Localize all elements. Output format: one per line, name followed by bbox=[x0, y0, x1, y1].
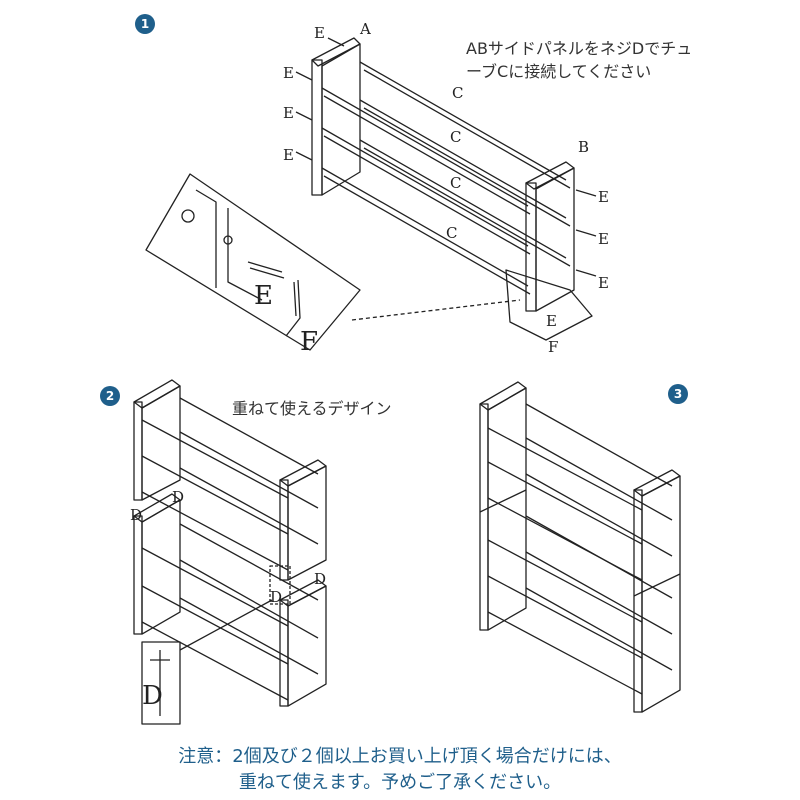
step-3-assembled bbox=[479, 381, 681, 713]
label-e-5: E bbox=[598, 188, 609, 206]
label-f-detail: F bbox=[300, 327, 318, 357]
screws-e-right bbox=[575, 189, 597, 277]
tubes-c bbox=[321, 61, 571, 295]
step-1-rack bbox=[295, 37, 597, 312]
side-panel-a-face bbox=[321, 43, 361, 196]
screw-detail-inset bbox=[145, 173, 593, 351]
label-e-3: E bbox=[283, 104, 294, 122]
step-1-caption-line-1: ABサイドパネルをネジDでチュ bbox=[466, 39, 693, 58]
screws-e-left bbox=[295, 37, 345, 161]
label-d-detail: D bbox=[142, 681, 163, 711]
step-2-badge: 2 bbox=[100, 386, 120, 406]
step-3-badge: 3 bbox=[668, 384, 688, 404]
label-d-2: D bbox=[130, 506, 142, 524]
step-1-caption-line-2: ーブCに接続してください bbox=[466, 62, 652, 81]
label-e-7: E bbox=[598, 274, 609, 292]
label-b: B bbox=[578, 138, 589, 156]
label-c-1: C bbox=[452, 84, 463, 102]
label-a: A bbox=[359, 20, 371, 38]
side-panel-b-top bbox=[525, 161, 575, 190]
side-panel-a-front bbox=[311, 59, 323, 196]
label-c-4: C bbox=[446, 224, 457, 242]
step-1-badge: 1 bbox=[135, 14, 155, 34]
note-line-1: 注意：2個及び２個以上お買い上げ頂く場合だけには、 bbox=[178, 746, 622, 767]
label-e-4: E bbox=[283, 146, 294, 164]
label-c-3: C bbox=[450, 174, 461, 192]
side-panel-b-face bbox=[535, 167, 575, 312]
label-c-2: C bbox=[450, 128, 461, 146]
step-2-stack bbox=[133, 379, 327, 725]
label-e-detail: E bbox=[254, 281, 273, 311]
label-d-4: D bbox=[270, 588, 282, 606]
step-2-caption: 重ねて使えるデザイン bbox=[232, 399, 392, 418]
label-e-2: E bbox=[283, 64, 294, 82]
label-e-6: E bbox=[598, 230, 609, 248]
label-e-1: E bbox=[314, 24, 325, 42]
note-line-2: 重ねて使えます。予めご了承ください。 bbox=[238, 772, 562, 793]
label-d-3: D bbox=[314, 570, 326, 588]
label-f-1: F bbox=[548, 338, 558, 356]
label-d-1: D bbox=[172, 488, 184, 506]
label-e-8: E bbox=[546, 312, 557, 330]
